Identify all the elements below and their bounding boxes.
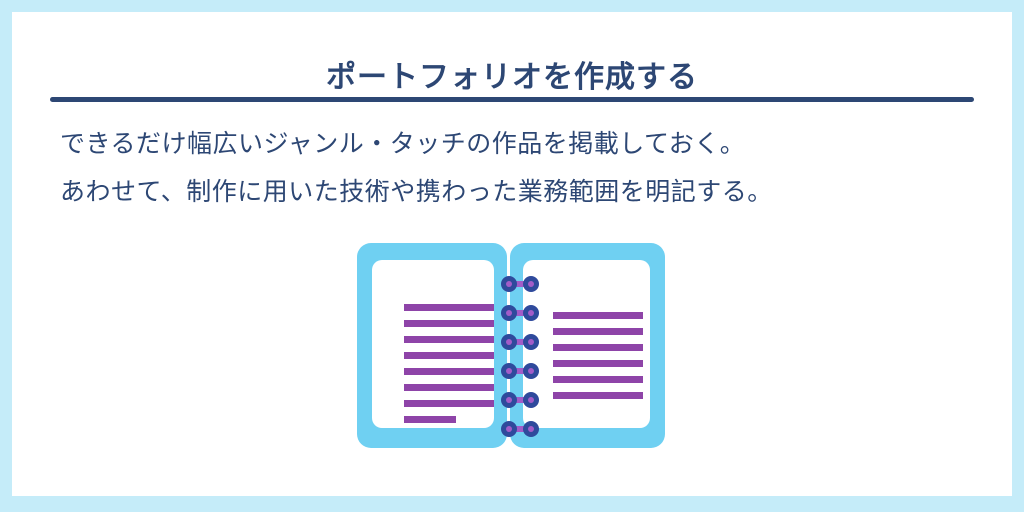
- left-page-text-line: [404, 416, 456, 423]
- left-page-text-line: [404, 336, 494, 343]
- description-line-1: できるだけ幅広いジャンル・タッチの作品を掲載しておく。: [60, 129, 746, 158]
- spiral-ring-bar: [509, 397, 531, 403]
- spiral-ring-center: [528, 310, 534, 316]
- spiral-ring-center: [506, 368, 512, 374]
- right-page-text-line: [553, 328, 643, 335]
- title-divider: [50, 97, 974, 102]
- spiral-ring-center: [506, 397, 512, 403]
- right-page-text-line: [553, 344, 643, 351]
- left-page-text-line: [404, 320, 494, 327]
- right-page-text-line: [553, 376, 643, 383]
- spiral-ring-bar: [509, 426, 531, 432]
- spiral-ring-bar: [509, 339, 531, 345]
- spiral-ring-center: [528, 368, 534, 374]
- spiral-ring-center: [506, 426, 512, 432]
- left-page-text-line: [404, 304, 494, 311]
- left-page-text-line: [404, 352, 494, 359]
- right-page-text-line: [553, 360, 643, 367]
- open-notebook-icon: [357, 243, 665, 448]
- description-line-2: あわせて、制作に用いた技術や携わった業務範囲を明記する。: [60, 177, 773, 206]
- spiral-ring-center: [528, 426, 534, 432]
- left-page-text-line: [404, 400, 494, 407]
- page-title: ポートフォリオを作成する: [326, 60, 698, 95]
- content-card: ポートフォリオを作成する できるだけ幅広いジャンル・タッチの作品を掲載しておく。…: [12, 12, 1012, 496]
- left-page-text-line: [404, 384, 494, 391]
- spiral-ring-center: [506, 281, 512, 287]
- spiral-ring-bar: [509, 310, 531, 316]
- right-page-text-line: [553, 392, 643, 399]
- spiral-ring-bar: [509, 281, 531, 287]
- spiral-ring-center: [528, 339, 534, 345]
- spiral-ring-center: [528, 397, 534, 403]
- spiral-ring-bar: [509, 368, 531, 374]
- spiral-ring-center: [528, 281, 534, 287]
- right-page-text-line: [553, 312, 643, 319]
- spiral-ring-center: [506, 339, 512, 345]
- spiral-ring-center: [506, 310, 512, 316]
- left-page-text-line: [404, 368, 494, 375]
